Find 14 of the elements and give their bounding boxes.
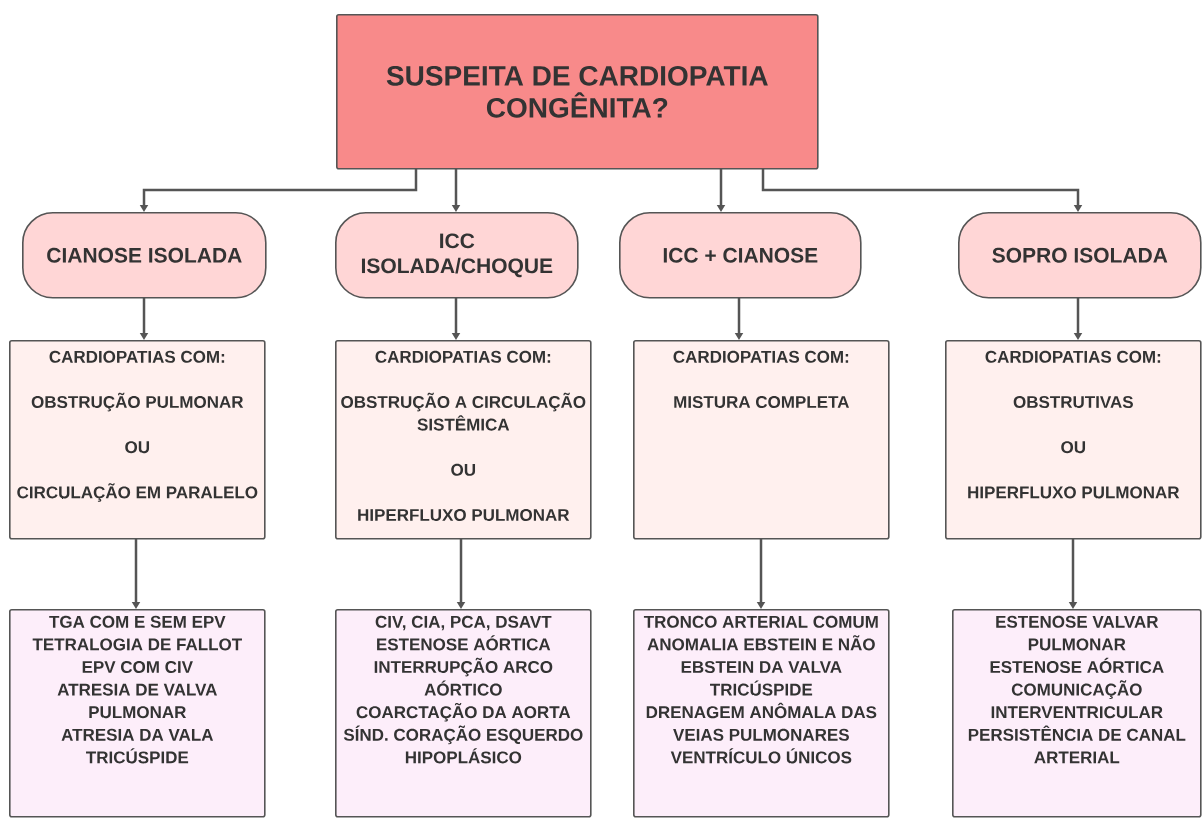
list-box: TGA COM E SEM EPV TETRALOGIA DE FALLOT EPV COM CIV ATRESIA DE VALVA PULMONAR ATRESIA DA VALA TRICÚSPIDE (9, 609, 266, 818)
description-box: CARDIOPATIAS COM: OBSTRUTIVAS OU HIPERFLUXO PULMONAR (945, 340, 1202, 540)
category-pill: CIANOSE ISOLADA (22, 212, 267, 299)
list-box: TRONCO ARTERIAL COMUM ANOMALIA EBSTEIN E NÃO EBSTEIN DA VALVA TRICÚSPIDE DRENAGEM ANÔMALA DAS VEIAS PULMONARES VENTRÍCULO ÚNICOS (633, 609, 890, 818)
category-pill: ICC ISOLADA/CHOQUE (335, 212, 579, 299)
arrow (761, 168, 1083, 212)
description-box: CARDIOPATIAS COM: MISTURA COMPLETA (633, 340, 890, 540)
category-pill: SOPRO ISOLADA (958, 212, 1202, 299)
list-box: CIV, CIA, PCA, DSAVT ESTENOSE AÓRTICA INTERRUPÇÃO ARCO AÓRTICO COARCTAÇÃO DA AORTA SÍND. CORAÇÃO ESQUERDO HIPOPLÁSICO (335, 609, 592, 818)
list-box: ESTENOSE VALVAR PULMONAR ESTENOSE AÓRTICA COMUNICAÇÃO INTERVENTRICULAR PERSISTÊNCIA DE CANAL ARTERIAL (952, 609, 1202, 818)
category-pill: ICC + CIANOSE (619, 212, 862, 299)
description-box: CARDIOPATIAS COM: OBSTRUÇÃO A CIRCULAÇÃO SISTÊMICA OU HIPERFLUXO PULMONAR (335, 340, 592, 540)
question-box: SUSPEITA DE CARDIOPATIA CONGÊNITA? (336, 14, 819, 170)
description-box: CARDIOPATIAS COM: OBSTRUÇÃO PULMONAR OU CIRCULAÇÃO EM PARALELO (9, 340, 266, 540)
